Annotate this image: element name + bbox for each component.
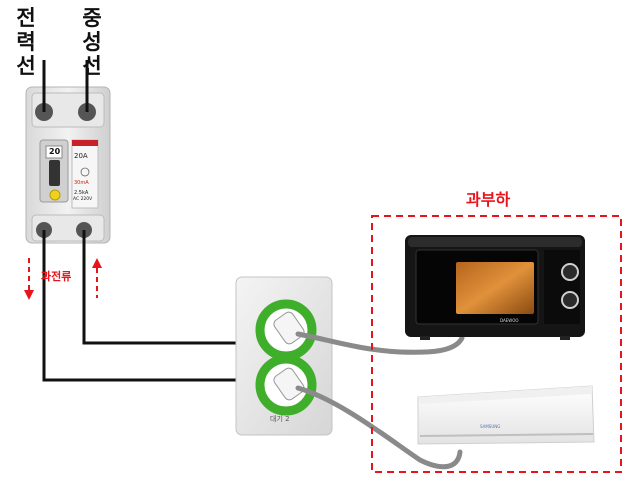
plug-bottom	[273, 367, 305, 401]
breaker-number: 20	[49, 147, 61, 156]
breaker-toggle-lever	[49, 160, 60, 186]
overcurrent-label: 과전류	[41, 270, 72, 283]
breaker-sensitivity: 30mA	[74, 180, 89, 186]
microwave-brand: DAEWOO	[500, 318, 519, 323]
breaker-brand-strip	[72, 140, 98, 146]
aircon-cord	[295, 385, 463, 470]
timer-knob-icon	[561, 263, 579, 281]
certification-mark-icon	[80, 167, 90, 177]
outlet-label: 대기 2	[270, 415, 290, 423]
neutral-line-char: 중	[82, 6, 102, 30]
neutral-line-label: 중 성 선	[80, 6, 104, 78]
microwave-control-panel	[544, 250, 580, 324]
microwave-cord	[295, 331, 465, 355]
power-line-char: 전	[16, 6, 36, 30]
neutral-line-char: 성	[82, 30, 102, 54]
aircon-brand: SAMSUNG	[480, 424, 500, 429]
microwave-window	[456, 262, 534, 314]
microwave-oven: DAEWOO	[405, 235, 585, 340]
breaker-spec-voltage: AC 220V	[73, 197, 93, 202]
up-arrow-head-icon	[92, 258, 102, 268]
appliance-cords	[295, 331, 465, 470]
neutral-line-char: 선	[82, 54, 102, 78]
breaker-spec-kA: 2.5kA	[74, 190, 89, 196]
wiring	[42, 60, 238, 382]
breaker-rating: 20A	[74, 152, 88, 160]
overload-label: 과부하	[466, 190, 511, 209]
test-button	[49, 189, 61, 201]
power-line-label: 전 력 선	[14, 6, 38, 78]
power-line-to-outlet	[42, 230, 238, 382]
overcurrent-arrows	[24, 258, 102, 300]
circuit-breaker	[25, 86, 111, 244]
power-line-char: 선	[16, 54, 36, 78]
air-conditioner: SAMSUNG	[417, 385, 595, 445]
breaker-number-plate	[45, 145, 63, 159]
wall-outlet	[235, 276, 333, 436]
microwave-foot	[560, 336, 570, 340]
aircon-vent	[419, 433, 594, 437]
aircon-top	[418, 386, 592, 404]
down-arrow-head-icon	[24, 290, 34, 300]
microwave-top-edge	[408, 237, 582, 247]
microwave-foot	[420, 336, 430, 340]
neutral-line-to-outlet	[82, 230, 238, 345]
power-line-char: 력	[16, 30, 36, 54]
overload-zone	[371, 215, 622, 473]
power-knob-icon	[561, 291, 579, 309]
